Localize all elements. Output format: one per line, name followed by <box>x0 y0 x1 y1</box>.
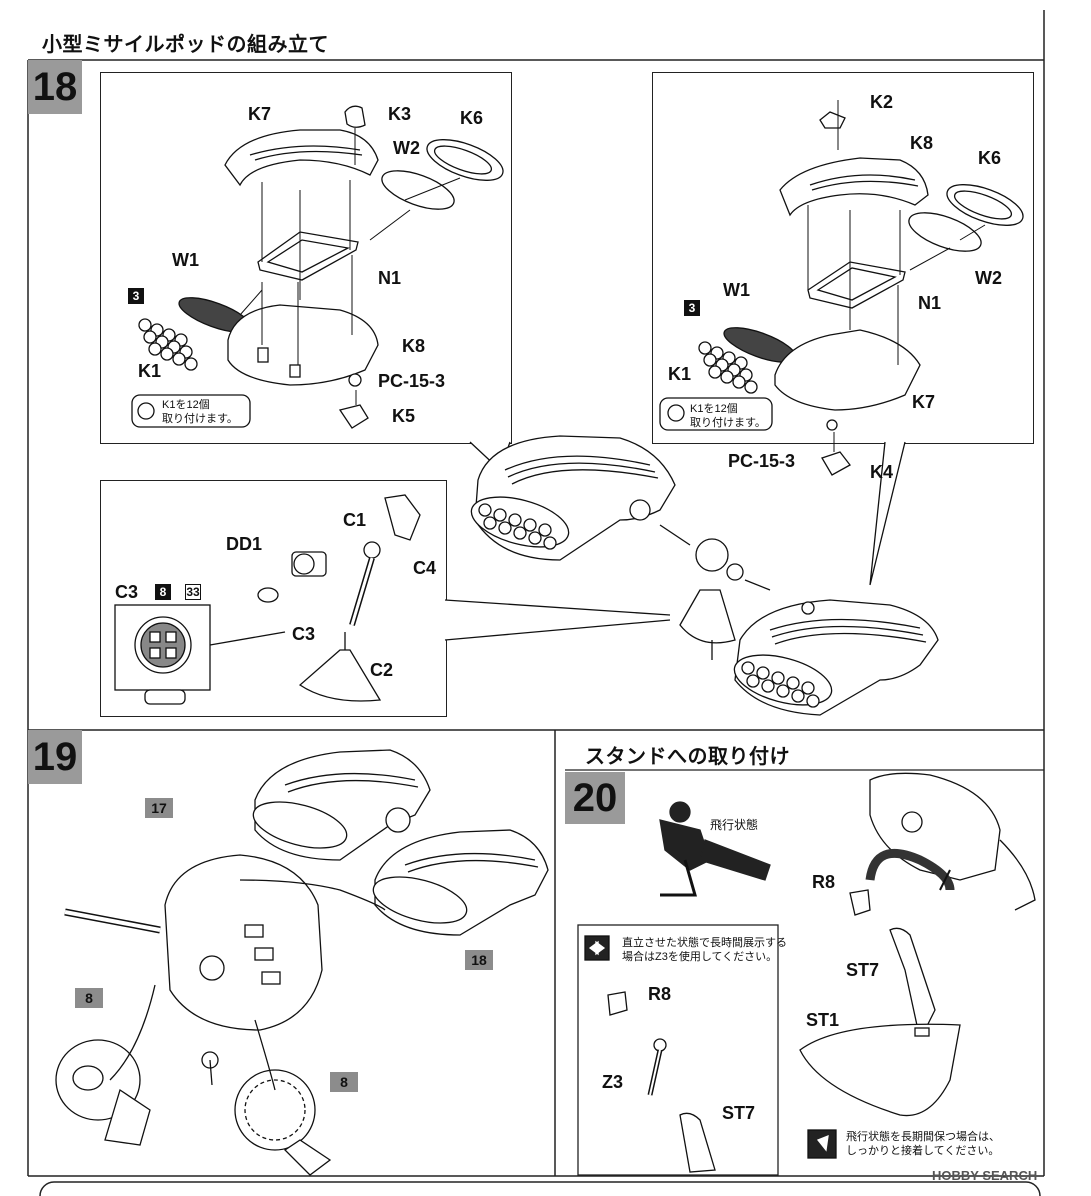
note-glue-warning: 飛行状態を長期間保つ場合は、 しっかりと接着してください。 <box>846 1131 1000 1157</box>
label-left-n1: N1 <box>378 268 402 288</box>
label-c1: C1 <box>343 510 367 530</box>
tag-17: 17 <box>145 798 173 818</box>
label-left-k5: K5 <box>392 406 416 426</box>
label-left-w2: W2 <box>393 138 420 158</box>
label-right-k2: K2 <box>870 92 894 112</box>
tag-c3-33: 33 <box>185 584 201 600</box>
flight-state-label: 飛行状態 <box>710 818 759 832</box>
label-r8-small: R8 <box>648 984 672 1004</box>
label-right-k8: K8 <box>910 133 934 153</box>
watermark: HOBBY SEARCH <box>932 1168 1038 1183</box>
label-left-k7: K7 <box>248 104 272 124</box>
note-z3-upright: 直立させた状態で長時間展示する 場合はZ3を使用してください。 <box>622 937 787 963</box>
label-right-n1: N1 <box>918 293 942 313</box>
label-right-k6: K6 <box>978 148 1002 168</box>
label-left-pc: PC-15-3 <box>378 371 446 391</box>
label-left-k8: K8 <box>402 336 426 356</box>
section-title: 小型ミサイルポッドの組み立て <box>42 34 329 56</box>
label-right-w1: W1 <box>723 280 750 300</box>
label-right-k4: K4 <box>870 462 894 482</box>
tag-left-3: 3 <box>128 288 144 304</box>
note-left-k1-12: K1を12個 取り付けます。 <box>162 399 238 425</box>
label-right-pc: PC-15-3 <box>728 451 796 471</box>
step-19-badge: 19 <box>28 730 82 784</box>
label-r8-large: R8 <box>812 872 836 892</box>
tag-8-right: 8 <box>330 1072 358 1092</box>
label-c4: C4 <box>413 558 437 578</box>
step-18-badge: 18 <box>28 60 82 114</box>
stand-title: スタンドへの取り付け <box>585 746 790 768</box>
label-dd1: DD1 <box>226 534 263 554</box>
label-c2: C2 <box>370 660 394 680</box>
label-right-k1: K1 <box>668 364 692 384</box>
tag-c3-8: 8 <box>155 584 171 600</box>
label-left-w1: W1 <box>172 250 199 270</box>
label-z3: Z3 <box>602 1072 624 1092</box>
tag-18: 18 <box>465 950 493 970</box>
tag-right-3: 3 <box>684 300 700 316</box>
label-c3-detail: C3 <box>115 582 139 602</box>
label-st7-small: ST7 <box>722 1103 756 1123</box>
label-st7-large: ST7 <box>846 960 880 980</box>
label-st1: ST1 <box>806 1010 840 1030</box>
label-c3: C3 <box>292 624 316 644</box>
step-20-badge: 20 <box>565 772 625 824</box>
label-left-k6: K6 <box>460 108 484 128</box>
note-right-k1-12: K1を12個 取り付けます。 <box>690 403 766 429</box>
tag-8-left: 8 <box>75 988 103 1008</box>
label-right-k7: K7 <box>912 392 936 412</box>
label-right-w2: W2 <box>975 268 1002 288</box>
label-left-k1: K1 <box>138 361 162 381</box>
label-left-k3: K3 <box>388 104 412 124</box>
